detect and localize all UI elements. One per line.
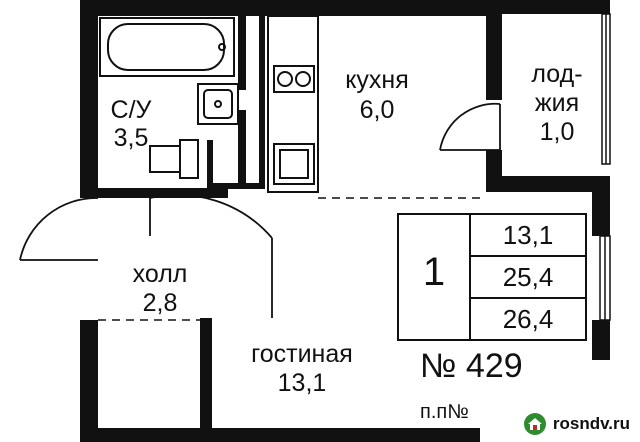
loggia-name-line1: лод- <box>531 60 583 88</box>
living-name: гостиная <box>251 340 353 368</box>
watermark[interactable]: rosndv.ru <box>518 410 634 438</box>
loggia-name-line2: жия <box>534 89 580 117</box>
total-area-with-loggia-value: 26,4 <box>502 304 554 334</box>
bathtub <box>99 17 235 77</box>
bathroom-name: С/У <box>110 96 152 124</box>
plumbing-shaft <box>207 16 265 189</box>
washbasin <box>197 83 239 125</box>
total-area-value: 25,4 <box>502 262 554 292</box>
bathroom-area: 3,5 <box>113 124 149 152</box>
apartment-number: № 429 <box>420 347 523 385</box>
house-logo-icon <box>523 413 546 435</box>
watermark-text: rosndv.ru <box>552 414 630 433</box>
living-area-value: 13,1 <box>502 220 554 250</box>
kitchen-name: кухня <box>345 66 409 94</box>
living-area: 13,1 <box>277 369 327 397</box>
kitchen-area: 6,0 <box>359 96 395 124</box>
doors <box>19 102 501 318</box>
windows <box>599 13 611 321</box>
apartment-sub-label: п.п№ <box>420 401 469 423</box>
hall-area: 2,8 <box>142 289 178 317</box>
info-table <box>397 213 587 341</box>
rooms-count: 1 <box>422 250 446 294</box>
room-boundaries <box>98 197 486 321</box>
loggia-area: 1,0 <box>539 118 575 146</box>
kitchen-counter <box>267 15 319 193</box>
toilet <box>149 139 199 179</box>
hall-name: холл <box>132 260 188 288</box>
walls <box>80 0 610 442</box>
